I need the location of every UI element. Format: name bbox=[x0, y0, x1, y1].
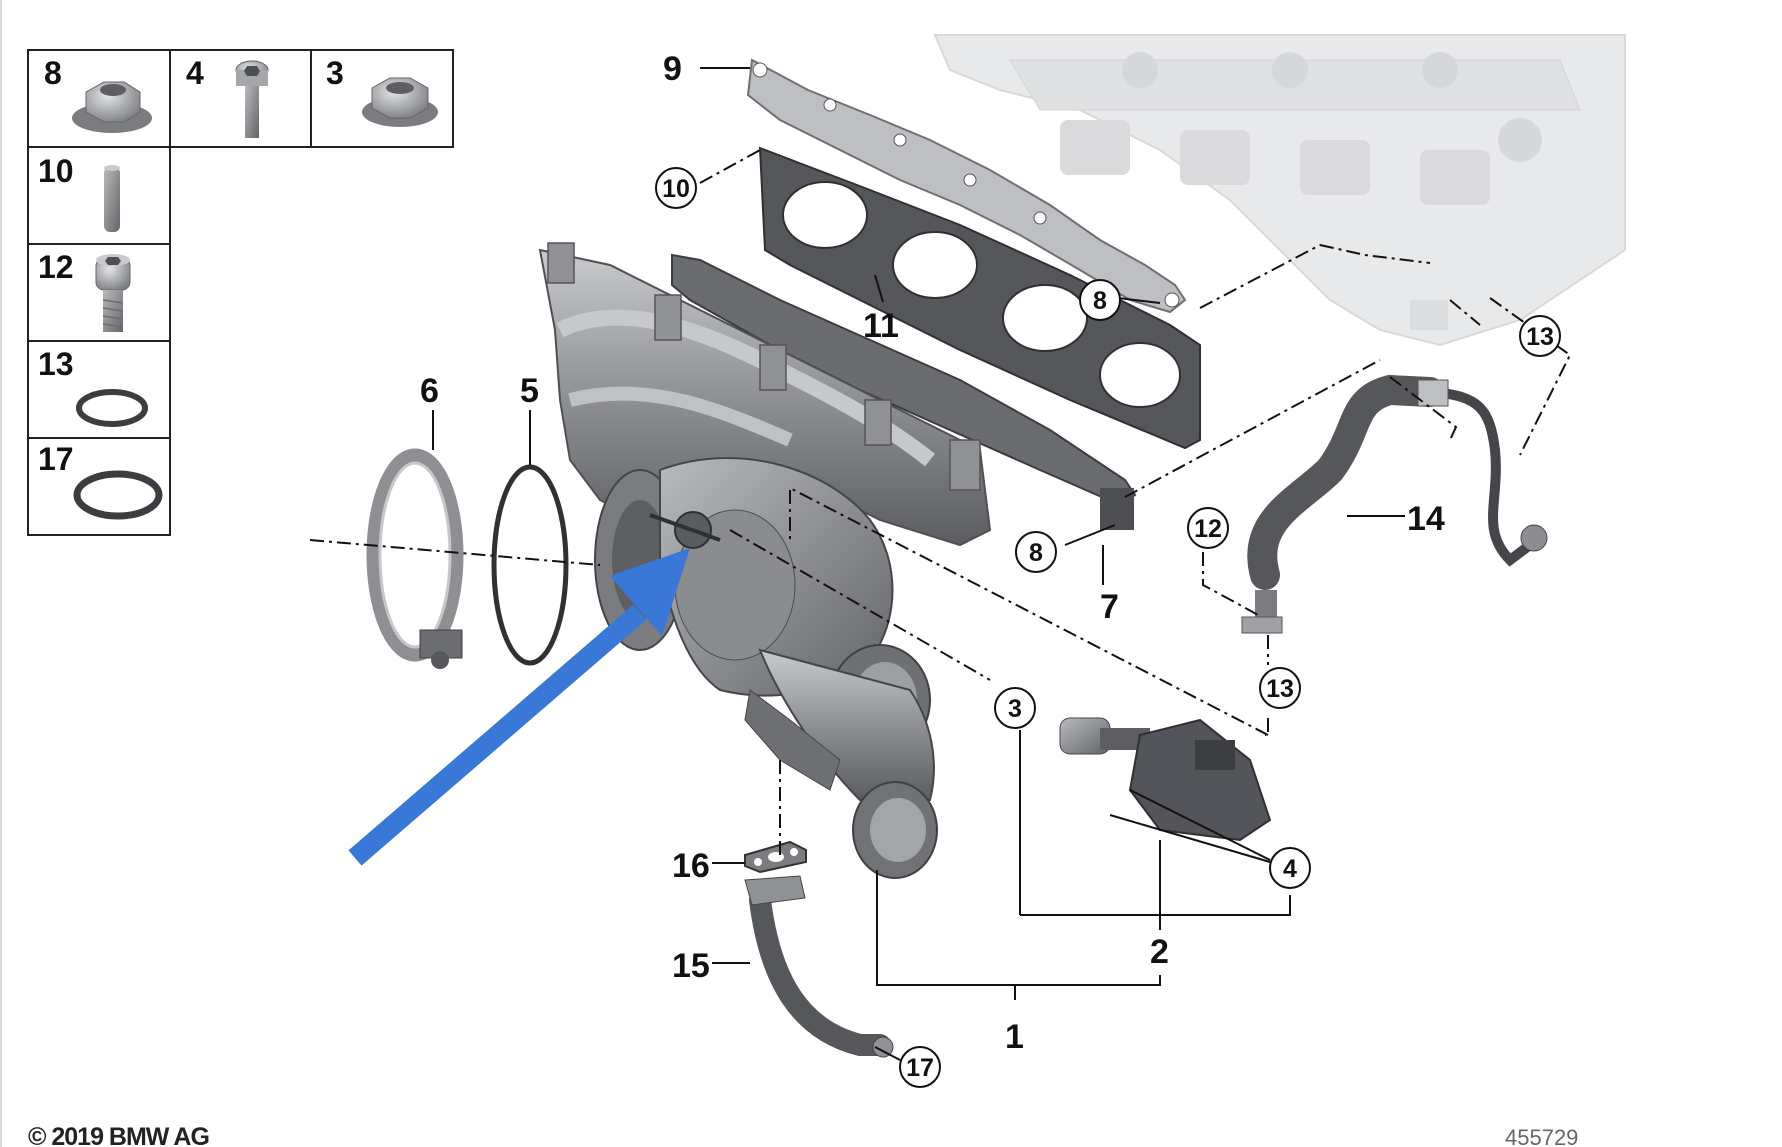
svg-text:12: 12 bbox=[1194, 515, 1222, 543]
callout-7: 7 bbox=[1100, 588, 1119, 626]
highlight-arrow bbox=[348, 548, 690, 866]
copyright-text: © 2019 BMW AG bbox=[28, 1123, 209, 1147]
flange-nut-icon bbox=[362, 77, 438, 127]
callout-11: 11 bbox=[863, 307, 899, 345]
hex-socket-screw-icon bbox=[235, 60, 269, 138]
circled-callout-10: 10 bbox=[655, 167, 697, 209]
svg-text:3: 3 bbox=[1008, 695, 1022, 723]
cylinder-head-ghost bbox=[933, 34, 1626, 347]
oil-pipe-gasket bbox=[744, 840, 807, 874]
v-band-clamp bbox=[366, 448, 464, 669]
svg-text:8: 8 bbox=[1029, 539, 1043, 567]
callout-2: 2 bbox=[1150, 933, 1169, 971]
svg-text:4: 4 bbox=[1283, 855, 1297, 883]
callout-15: 15 bbox=[672, 947, 710, 985]
exhaust-manifold-gasket bbox=[758, 146, 1201, 450]
callout-16: 16 bbox=[672, 847, 710, 885]
parts-table: 8 4 3 10 12 bbox=[27, 49, 454, 536]
sealing-ring bbox=[491, 464, 569, 666]
o-ring-large-icon bbox=[73, 470, 163, 520]
flange-nut-icon bbox=[72, 81, 152, 133]
wastegate-actuator bbox=[1059, 717, 1272, 842]
leader-lines bbox=[309, 67, 1572, 1061]
callout-5: 5 bbox=[520, 372, 539, 410]
circled-callout-13: 13 bbox=[1519, 315, 1561, 357]
svg-text:17: 17 bbox=[906, 1054, 934, 1082]
callout-9: 9 bbox=[663, 50, 682, 88]
turbocharger bbox=[594, 457, 938, 879]
table-cell-label: 10 bbox=[38, 153, 74, 189]
circled-callout-8: 8 bbox=[1079, 279, 1121, 321]
callout-1: 1 bbox=[1005, 1018, 1024, 1056]
heat-shield-strip bbox=[746, 58, 1187, 314]
socket-head-bolt-icon bbox=[95, 254, 131, 332]
oil-return-pipe bbox=[1241, 374, 1548, 634]
circled-callout-13: 13 bbox=[1259, 667, 1301, 709]
table-cell-label: 3 bbox=[326, 55, 344, 91]
table-cell-label: 12 bbox=[38, 249, 74, 285]
callout-labels: 9 11 6 5 7 14 16 15 1 2 bbox=[420, 50, 1445, 1056]
svg-text:13: 13 bbox=[1526, 323, 1554, 351]
callout-14: 14 bbox=[1407, 500, 1445, 538]
o-ring-small-icon bbox=[76, 389, 148, 427]
oil-feed-pipe bbox=[744, 875, 894, 1058]
table-cell-label: 17 bbox=[38, 441, 74, 477]
svg-text:10: 10 bbox=[662, 175, 690, 203]
svg-text:13: 13 bbox=[1266, 675, 1294, 703]
circled-callout-8: 8 bbox=[1015, 531, 1057, 573]
callout-6: 6 bbox=[420, 372, 439, 410]
dowel-pin-icon bbox=[104, 165, 120, 232]
page-border bbox=[0, 0, 2, 1147]
circled-callout-3: 3 bbox=[994, 687, 1036, 729]
circled-callout-4: 4 bbox=[1269, 847, 1311, 889]
table-cell-label: 4 bbox=[186, 55, 204, 91]
exhaust-manifold bbox=[538, 242, 992, 547]
svg-text:8: 8 bbox=[1093, 287, 1107, 315]
diagram-id: 455729 bbox=[1505, 1125, 1578, 1147]
circled-callout-12: 12 bbox=[1187, 507, 1229, 549]
circled-callout-17: 17 bbox=[899, 1046, 941, 1088]
table-cell-label: 8 bbox=[44, 55, 62, 91]
table-cell-label: 13 bbox=[38, 346, 74, 382]
circled-callouts: 10 8 8 13 12 13 3 4 bbox=[655, 167, 1561, 1088]
